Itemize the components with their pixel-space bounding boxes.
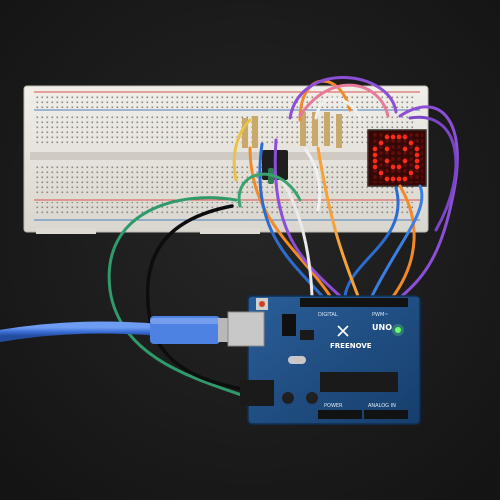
usb-b-jack <box>227 311 265 347</box>
digital-header <box>300 298 408 307</box>
freenove-logo-icon <box>337 325 349 337</box>
wire-yellow-1 <box>232 118 252 182</box>
top-rail-holes <box>36 94 416 108</box>
led-matrix <box>367 129 427 187</box>
wire-purple-3 <box>408 115 458 232</box>
digital-label-text: DIGITAL <box>318 312 338 318</box>
pwm-label-text: PWM~ <box>372 312 388 318</box>
jumper-wires <box>107 76 459 400</box>
board-brand-text: FREENOVE <box>330 342 372 350</box>
wire-white-3 <box>304 148 322 212</box>
wire-orange-2 <box>390 184 416 300</box>
wire-purple-2 <box>398 105 459 298</box>
wire-white-1 <box>314 97 362 120</box>
wire-white-2 <box>280 178 314 298</box>
analog-header <box>364 410 408 419</box>
microcontroller-chip <box>320 372 398 392</box>
wire-orange-3 <box>248 146 332 298</box>
wire-green-1 <box>107 196 252 400</box>
capacitor-2 <box>306 392 318 404</box>
wire-purple-1 <box>288 76 398 120</box>
wire-orange-4 <box>316 146 360 298</box>
wire-purple-4 <box>273 138 342 298</box>
power-led <box>395 327 401 333</box>
center-channel <box>30 152 422 160</box>
wire-blue-1 <box>370 184 424 298</box>
wire-green-2 <box>237 172 302 208</box>
analog-label-text: ANALOG IN <box>368 403 396 409</box>
wire-blue-2 <box>343 186 400 298</box>
capacitor-1 <box>282 392 294 404</box>
power-header <box>318 410 362 419</box>
led-matrix-lit-pixels <box>372 134 420 182</box>
arduino-board: FREENOVE UNO DIGITAL PWM~ POWER ANALOG I… <box>227 295 421 425</box>
upper-terminal-holes <box>36 116 416 146</box>
power-label-text: POWER <box>324 403 343 409</box>
dc-power-jack <box>240 380 274 406</box>
lower-terminal-holes <box>36 164 416 194</box>
resistor-array <box>242 112 342 148</box>
wire-pink-1 <box>298 83 390 118</box>
board-model-text: UNO <box>372 323 392 332</box>
wire-black-1 <box>145 204 262 394</box>
